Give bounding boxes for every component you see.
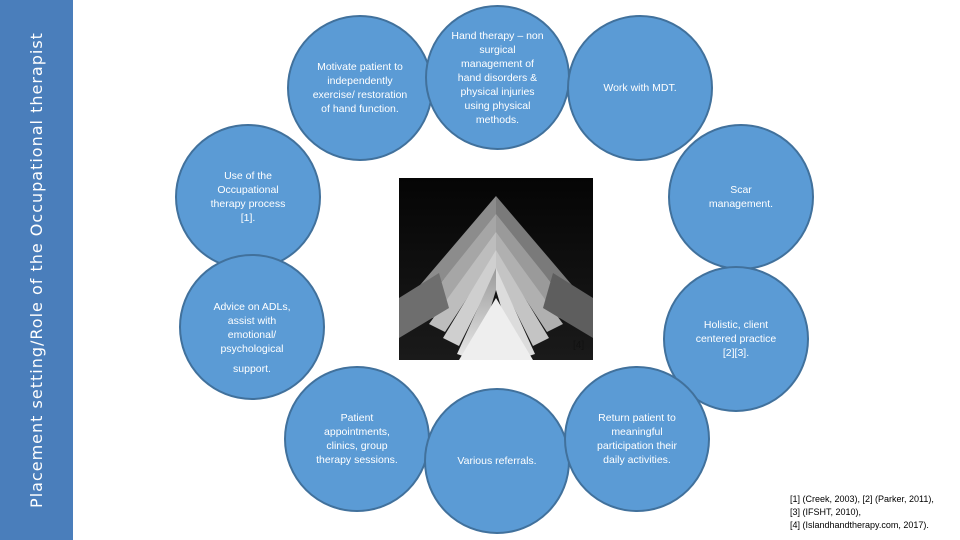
hands-photo bbox=[399, 178, 593, 360]
hand-therapy-circle: Hand therapy – non surgical management o… bbox=[425, 5, 570, 150]
ot-process-circle: Use of the Occupational therapy process … bbox=[175, 124, 321, 270]
return-patient-text: Return patient to meaningful participati… bbox=[597, 412, 677, 466]
scar-management-text: Scar management. bbox=[708, 184, 774, 210]
hands-image bbox=[399, 178, 593, 360]
reference-line: [4] (Islandhandtherapy.com, 2017). bbox=[790, 520, 929, 530]
sidebar-banner: Placement setting/Role of the Occupation… bbox=[0, 0, 73, 540]
various-referrals-circle: Various referrals. bbox=[424, 388, 570, 534]
work-with-mdt-text: Work with MDT. bbox=[603, 82, 677, 94]
work-with-mdt-circle: Work with MDT. bbox=[567, 15, 713, 161]
reference-line: [3] (IFSHT, 2010), bbox=[790, 507, 862, 517]
references: [1] (Creek, 2003), [2] (Parker, 2011), [… bbox=[790, 493, 934, 532]
scar-management-circle: Scar management. bbox=[668, 124, 814, 270]
ot-process-text: Use of the Occupational therapy process … bbox=[210, 170, 286, 224]
various-referrals-text: Various referrals. bbox=[457, 455, 537, 467]
return-patient-circle: Return patient to meaningful participati… bbox=[564, 366, 710, 512]
patient-appointments-circle: Patient appointments, clinics, group the… bbox=[284, 366, 430, 512]
photo-citation: [4] bbox=[573, 340, 585, 351]
motivate-patient-circle: Motivate patient to independently exerci… bbox=[287, 15, 433, 161]
hand-therapy-text: Hand therapy – non surgical management o… bbox=[451, 29, 544, 126]
holistic-practice-text: Holistic, client centered practice [2][3… bbox=[695, 319, 777, 359]
advice-adls-circle: Advice on ADLs, assist with emotional/ p… bbox=[179, 254, 325, 400]
slide-title: Placement setting/Role of the Occupation… bbox=[27, 32, 46, 508]
advice-adls-text: Advice on ADLs, assist with emotional/ p… bbox=[213, 301, 291, 355]
motivate-patient-text: Motivate patient to independently exerci… bbox=[312, 61, 408, 115]
patient-appointments-text: Patient appointments, clinics, group the… bbox=[316, 412, 398, 466]
reference-line: [1] (Creek, 2003), [2] (Parker, 2011), bbox=[790, 494, 934, 504]
advice-continuation-text: support. bbox=[233, 363, 271, 375]
